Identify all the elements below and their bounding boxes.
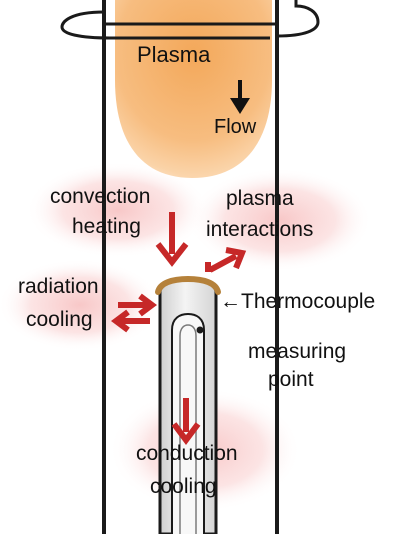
radiation-label-line2: cooling <box>26 308 93 331</box>
convection-label-line2: heating <box>72 215 141 238</box>
plasma-interactions-label-line1: plasma <box>226 187 294 210</box>
flow-label: Flow <box>214 116 257 138</box>
convection-arrow <box>155 212 189 267</box>
radiation-label-line1: radiation <box>18 275 99 298</box>
flow-arrow <box>230 80 250 114</box>
convection-glow <box>26 162 210 258</box>
thermocouple-cap <box>155 275 221 295</box>
plasma-interactions-label-line2: interactions <box>206 218 313 241</box>
convection-label-line1: convection <box>50 185 150 208</box>
conduction-label-line1: conduction <box>136 442 238 465</box>
radiation-arrows <box>111 293 157 333</box>
measuring-point-label-line1: measuring <box>248 340 346 363</box>
plasma-interactions-glow <box>188 168 372 272</box>
plasma-interactions-arrow <box>205 247 247 273</box>
rf-coil <box>60 0 320 40</box>
thermocouple-label: ←Thermocouple <box>220 290 375 313</box>
measuring-point-label-line2: point <box>268 368 314 391</box>
conduction-arrow <box>171 398 201 445</box>
plasma-label: Plasma <box>137 42 211 67</box>
measuring-point-dot <box>196 326 204 334</box>
conduction-label-line2: cooling <box>150 475 217 498</box>
plasma-plume <box>115 0 272 178</box>
